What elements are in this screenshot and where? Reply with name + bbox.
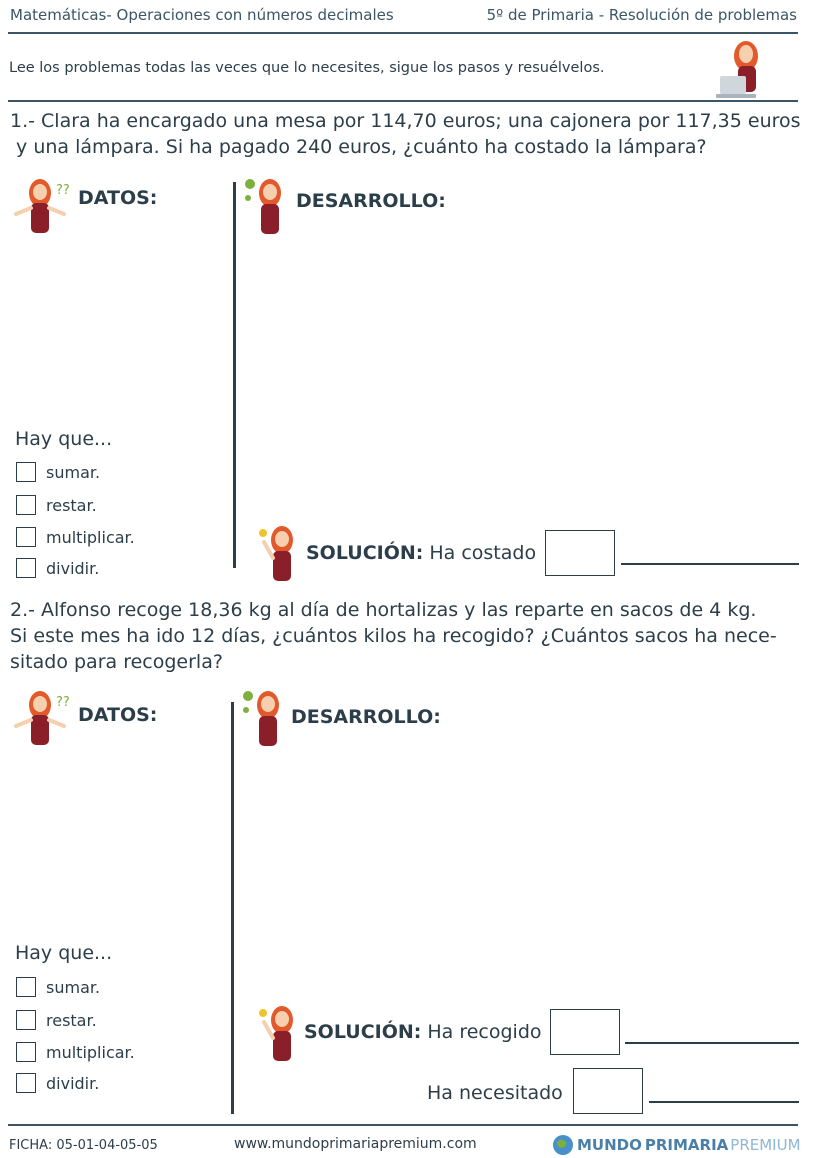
- option-label: multiplicar.: [46, 527, 135, 547]
- problem-1-option-sumar[interactable]: sumar.: [16, 459, 100, 485]
- footer-url[interactable]: www.mundoprimariapremium.com: [234, 1136, 477, 1152]
- footer-divider: [8, 1124, 798, 1126]
- girl-thinking-icon: [243, 691, 279, 746]
- problem-2-desarrollo-title: DESARROLLO:: [291, 706, 441, 728]
- footer-ficha: FICHA: 05-01-04-05-05: [9, 1138, 158, 1153]
- girl-question-icon: ??: [14, 691, 70, 745]
- checkbox[interactable]: [16, 1010, 36, 1030]
- answer-label: Ha recogido: [427, 1021, 542, 1043]
- problem-2-answer-line-2[interactable]: [649, 1101, 799, 1103]
- header-grade: 5º de Primaria - Resolución de problemas: [486, 6, 797, 24]
- header-divider: [8, 32, 798, 34]
- option-label: dividir.: [46, 1073, 100, 1093]
- option-label: sumar.: [46, 977, 101, 997]
- brand-mundo: MUNDO: [577, 1136, 642, 1154]
- problem-1-hay-que: Hay que...: [15, 428, 113, 450]
- option-label: multiplicar.: [46, 1042, 135, 1062]
- option-label: restar.: [46, 1010, 97, 1030]
- problem-1-datos-title: DATOS:: [78, 187, 158, 209]
- option-label: restar.: [46, 495, 97, 515]
- girl-idea-icon: [259, 526, 293, 581]
- footer-brand: MUNDO PRIMARIA PREMIUM: [552, 1134, 801, 1156]
- answer-label: Ha costado: [429, 542, 537, 564]
- problem-1-column-divider: [233, 182, 236, 568]
- checkbox[interactable]: [16, 977, 36, 997]
- option-label: dividir.: [46, 558, 100, 578]
- problem-1-line-1: 1.- Clara ha encargado una mesa por 114,…: [10, 110, 801, 132]
- option-label: sumar.: [46, 462, 101, 482]
- checkbox[interactable]: [16, 495, 36, 515]
- brand-premium: PREMIUM: [730, 1136, 801, 1154]
- intro-divider: [8, 100, 798, 102]
- problem-2-line-1: 2.- Alfonso recoge 18,36 kg al día de ho…: [10, 599, 757, 621]
- problem-2-option-sumar[interactable]: sumar.: [16, 974, 100, 1000]
- checkbox[interactable]: [16, 558, 36, 578]
- checkbox[interactable]: [16, 527, 36, 547]
- problem-1-option-restar[interactable]: restar.: [16, 492, 97, 518]
- problem-2-datos-title: DATOS:: [78, 704, 158, 726]
- solucion-label: SOLUCIÓN:: [306, 542, 424, 564]
- problem-2-statement: 2.- Alfonso recoge 18,36 kg al día de ho…: [10, 597, 810, 675]
- brand-primaria: PRIMARIA: [644, 1136, 729, 1154]
- svg-text:??: ??: [56, 183, 70, 198]
- problem-1-solucion: SOLUCIÓN: Ha costado: [306, 542, 536, 564]
- problem-2-answer-line-1[interactable]: [625, 1042, 799, 1044]
- problem-1-desarrollo-title: DESARROLLO:: [296, 190, 446, 212]
- girl-laptop-icon: [716, 41, 758, 98]
- svg-text:??: ??: [56, 695, 70, 710]
- checkbox[interactable]: [16, 1042, 36, 1062]
- checkbox[interactable]: [16, 462, 36, 482]
- solucion-label: SOLUCIÓN:: [304, 1021, 422, 1043]
- problem-2-answer-box-1[interactable]: [550, 1009, 620, 1055]
- problem-1-statement: 1.- Clara ha encargado una mesa por 114,…: [10, 108, 810, 160]
- problem-2-hay-que: Hay que...: [15, 942, 113, 964]
- girl-thinking-icon: [245, 179, 281, 234]
- problem-1-answer-box[interactable]: [545, 530, 615, 576]
- problem-1-answer-line[interactable]: [621, 563, 799, 565]
- problem-2-line-3: sitado para recogerla?: [10, 651, 223, 673]
- girl-idea-icon: [259, 1006, 293, 1061]
- problem-2-solucion: SOLUCIÓN: Ha recogido: [304, 1021, 542, 1043]
- header-subject: Matemáticas- Operaciones con números dec…: [10, 6, 394, 24]
- intro-text: Lee los problemas todas las veces que lo…: [9, 60, 605, 76]
- girl-question-icon: ??: [14, 179, 70, 233]
- globe-logo-icon: [553, 1135, 573, 1155]
- problem-2-line-2: Si este mes ha ido 12 días, ¿cuántos kil…: [10, 625, 777, 647]
- problem-2-answer-label-2: Ha necesitado: [427, 1082, 563, 1104]
- problem-1-option-multiplicar[interactable]: multiplicar.: [16, 524, 135, 550]
- problem-2-option-dividir[interactable]: dividir.: [16, 1070, 99, 1096]
- problem-1-line-2: y una lámpara. Si ha pagado 240 euros, ¿…: [10, 136, 707, 158]
- checkbox[interactable]: [16, 1073, 36, 1093]
- problem-2-option-restar[interactable]: restar.: [16, 1007, 97, 1033]
- problem-2-column-divider: [231, 702, 234, 1114]
- problem-2-option-multiplicar[interactable]: multiplicar.: [16, 1039, 135, 1065]
- problem-1-option-dividir[interactable]: dividir.: [16, 555, 99, 581]
- problem-2-answer-box-2[interactable]: [573, 1068, 643, 1114]
